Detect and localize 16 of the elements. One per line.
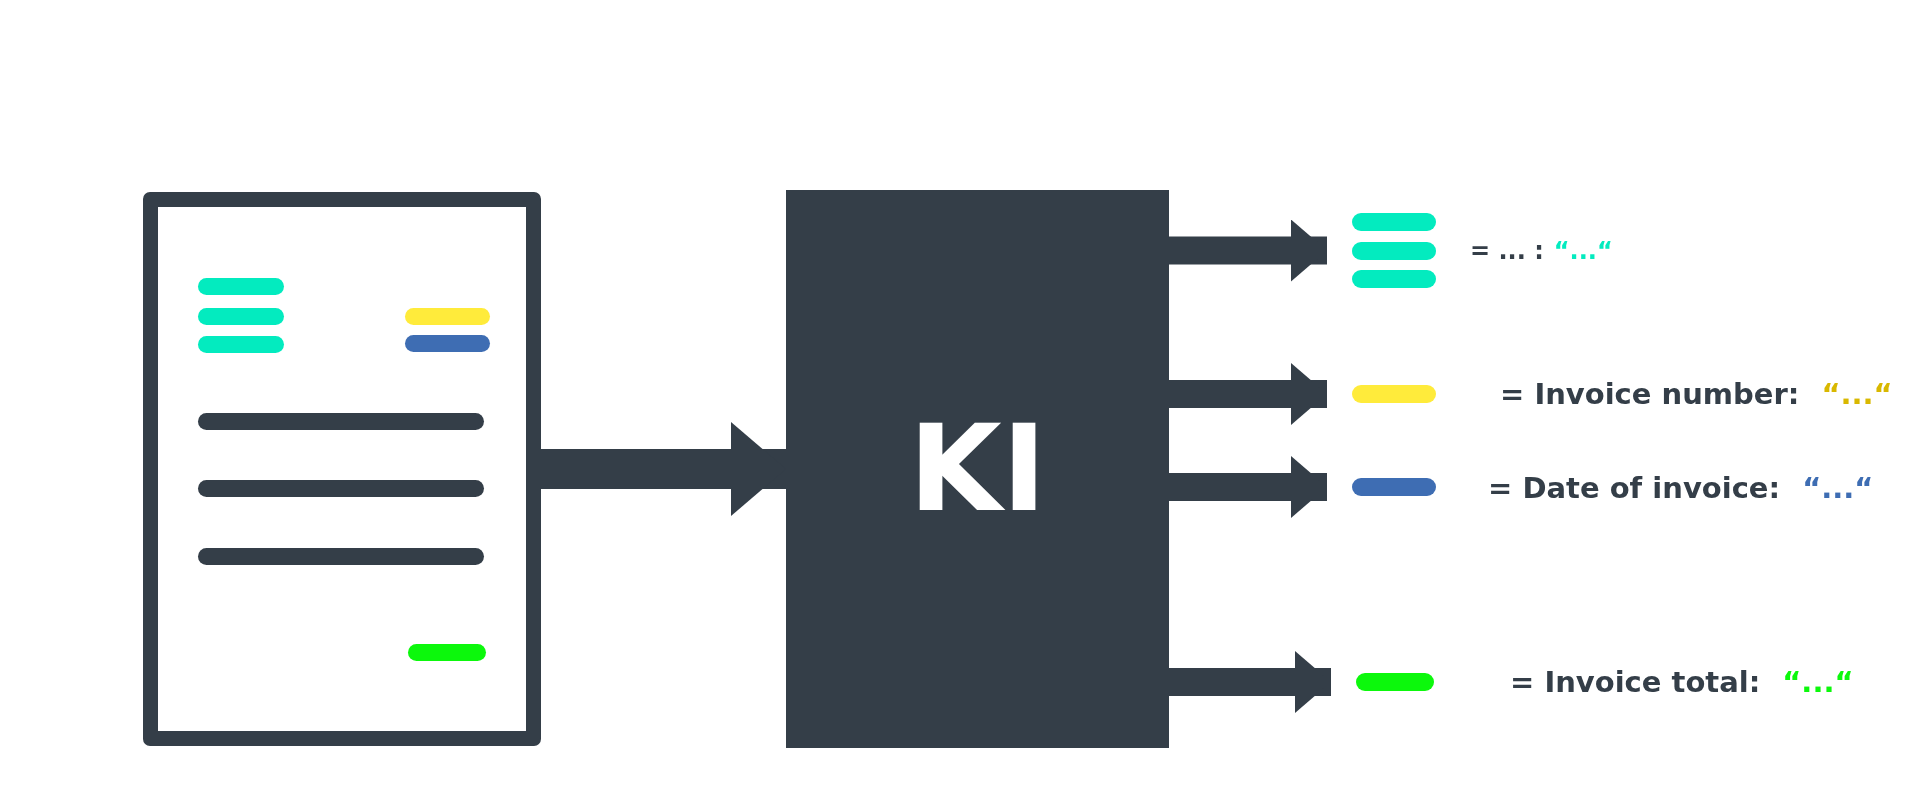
arrow <box>1169 363 1327 425</box>
highlight-bars-icon <box>1352 213 1436 288</box>
process-box <box>786 190 1169 748</box>
arrow <box>1169 219 1327 282</box>
field-caption: = Date of invoice: “...“ <box>1488 473 1874 503</box>
arrow <box>541 422 786 516</box>
node-label: KI <box>908 409 1047 529</box>
field-caption: = ... : “...“ <box>1470 239 1613 263</box>
field-caption: = Invoice total: “...“ <box>1510 667 1854 697</box>
document-drawing <box>143 192 541 746</box>
arrow <box>1169 651 1331 713</box>
highlight-bar <box>1356 673 1434 691</box>
field-caption: = Invoice number: “...“ <box>1500 379 1893 409</box>
highlight-bar <box>1352 385 1436 403</box>
highlight-bar <box>1352 478 1436 496</box>
arrow <box>1169 456 1327 518</box>
